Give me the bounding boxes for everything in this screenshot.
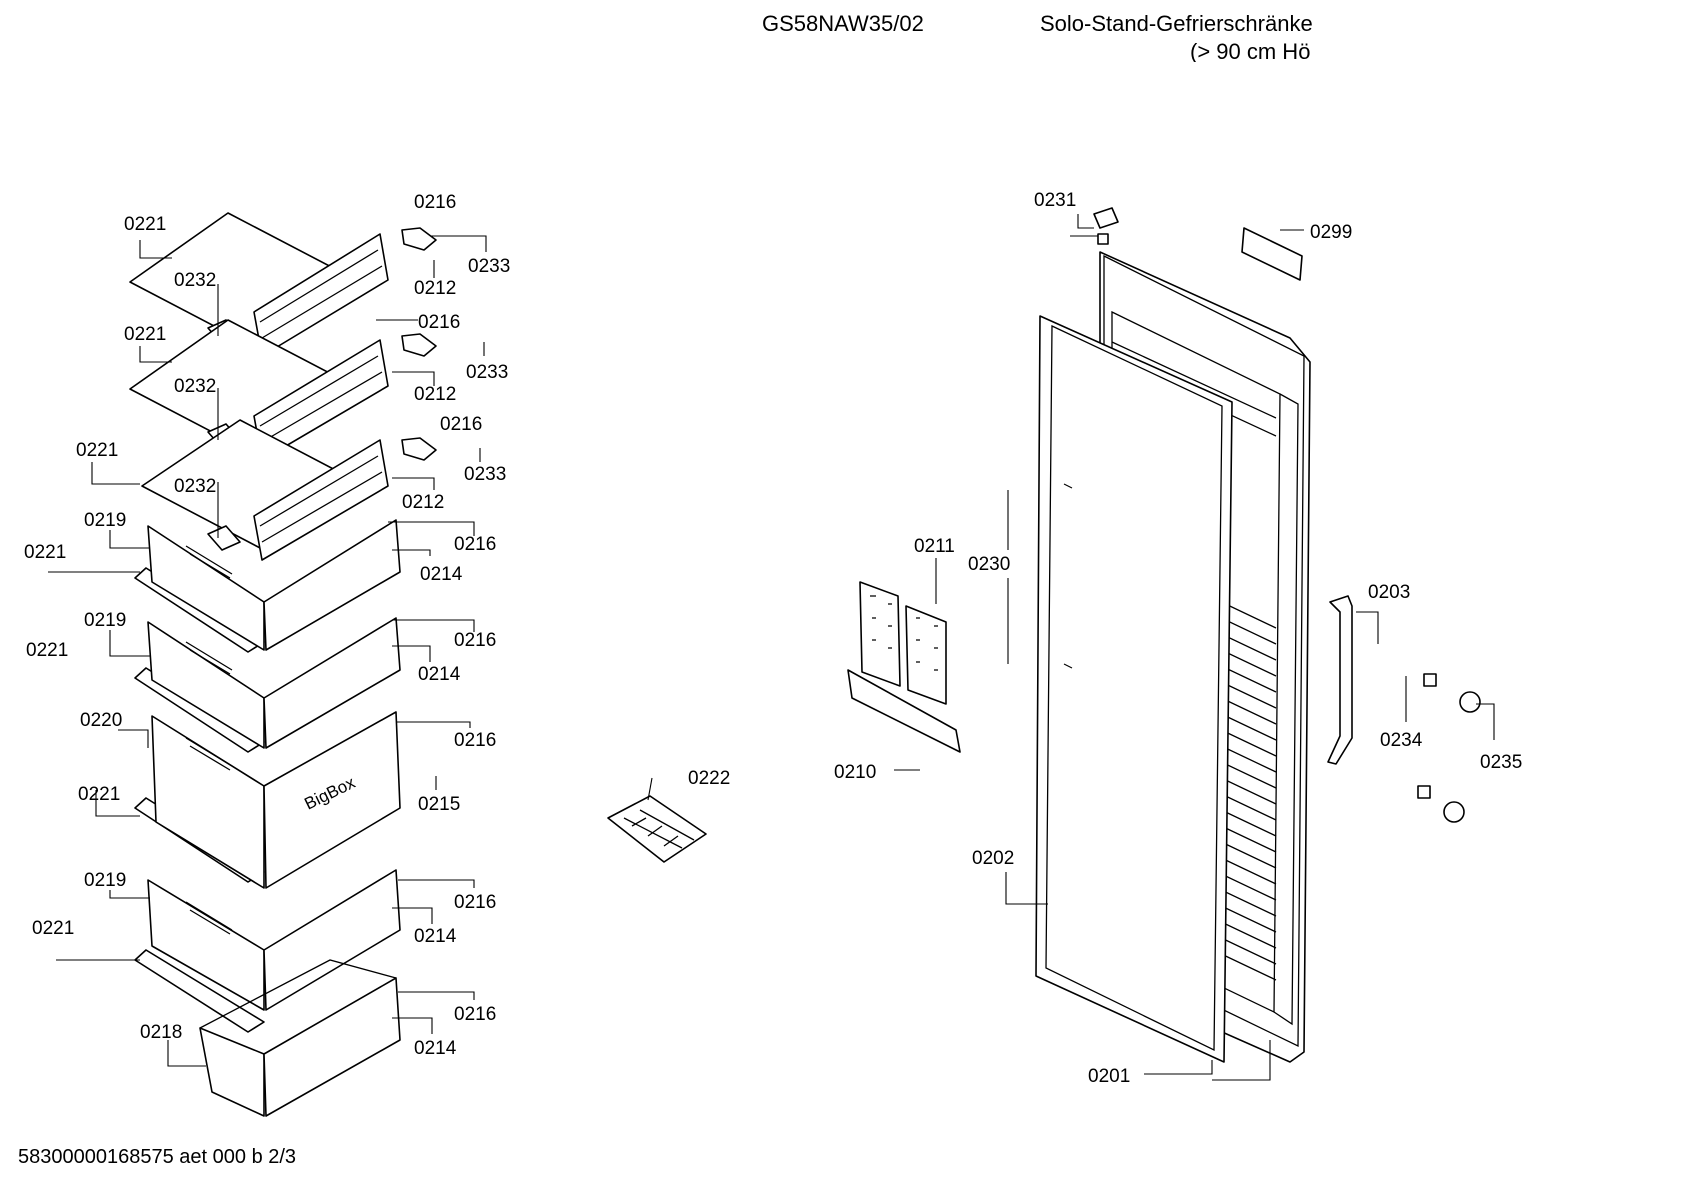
gasket-cleat-lower	[1063, 663, 1073, 669]
part-label: 0221	[24, 542, 66, 563]
part-label: 0212	[414, 384, 456, 405]
part-label: 0299	[1310, 222, 1352, 243]
door-handle	[1327, 595, 1379, 765]
part-label: 0220	[80, 710, 122, 731]
part-label: 0234	[1380, 730, 1423, 751]
part-label: 0221	[26, 640, 68, 661]
part-label: 0216	[418, 312, 460, 333]
document-id: 58300000168575 aet 000 b 2/3	[18, 1146, 297, 1168]
part-label: 0218	[140, 1022, 182, 1043]
part-label: 0221	[124, 214, 166, 235]
part-label: 0219	[84, 510, 126, 531]
part-label: 0231	[1034, 190, 1076, 211]
drawer-bottom	[199, 959, 401, 1117]
leader-lines-right	[1005, 490, 1271, 1081]
appliance-category: Solo-Stand-Gefrierschränke	[1040, 11, 1313, 36]
label-strip	[1241, 227, 1304, 281]
part-label: 0212	[414, 278, 456, 299]
drawer-1	[134, 519, 401, 653]
part-label: 0214	[414, 1038, 457, 1059]
drawer-2	[134, 617, 401, 753]
part-label: 0221	[78, 784, 120, 805]
glass-shelf-3	[141, 419, 437, 561]
part-label: 0232	[174, 476, 216, 497]
part-label: 0202	[972, 848, 1014, 869]
cold-packs	[859, 558, 947, 705]
part-label: 0235	[1480, 752, 1522, 773]
part-label: 0201	[1088, 1066, 1130, 1087]
gasket-cleat-upper	[1063, 483, 1073, 489]
part-label: 0212	[402, 492, 444, 513]
part-label: 0216	[454, 630, 496, 651]
part-label: 0233	[468, 256, 510, 277]
part-label: 0211	[914, 536, 955, 557]
part-label: 0214	[420, 564, 463, 585]
part-label: 0216	[454, 892, 496, 913]
hinge-cap	[1070, 207, 1119, 245]
part-labels: 0221 0232 0216 0233 0212 0221 0232 0216 …	[24, 190, 1522, 1087]
part-label: 0232	[174, 376, 216, 397]
part-label: 0214	[418, 664, 461, 685]
part-label: 0222	[688, 768, 730, 789]
door-strip	[847, 669, 961, 771]
part-label: 0214	[414, 926, 457, 947]
appliance-category-clipped: (> 90 cm Hö	[1190, 38, 1311, 63]
drawer-big: BigBox	[134, 711, 401, 889]
ice-cube-tray	[607, 777, 707, 863]
part-label: 0216	[440, 414, 482, 435]
handle-caps	[1443, 691, 1495, 823]
part-label: 0215	[418, 794, 460, 815]
part-label: 0233	[466, 362, 508, 383]
part-label: 0219	[84, 610, 126, 631]
part-label: 0216	[454, 534, 496, 555]
part-label: 0230	[968, 554, 1010, 575]
leader-lines-left	[48, 235, 487, 1067]
part-label: 0210	[834, 762, 876, 783]
part-label: 0232	[174, 270, 216, 291]
part-label: 0233	[464, 464, 506, 485]
part-label: 0219	[84, 870, 126, 891]
part-label: 0221	[124, 324, 166, 345]
part-label: 0221	[76, 440, 118, 461]
part-label: 0221	[32, 918, 74, 939]
part-label: 0216	[454, 1004, 496, 1025]
part-label: 0203	[1368, 582, 1410, 603]
part-label: 0216	[454, 730, 496, 751]
model-number: GS58NAW35/02	[762, 11, 924, 36]
appliance-category-continued: (> 90 cm Hö	[1190, 39, 1311, 63]
part-label: 0216	[414, 192, 456, 213]
handle-screws	[1405, 673, 1437, 799]
door-gasket	[1035, 315, 1233, 1063]
